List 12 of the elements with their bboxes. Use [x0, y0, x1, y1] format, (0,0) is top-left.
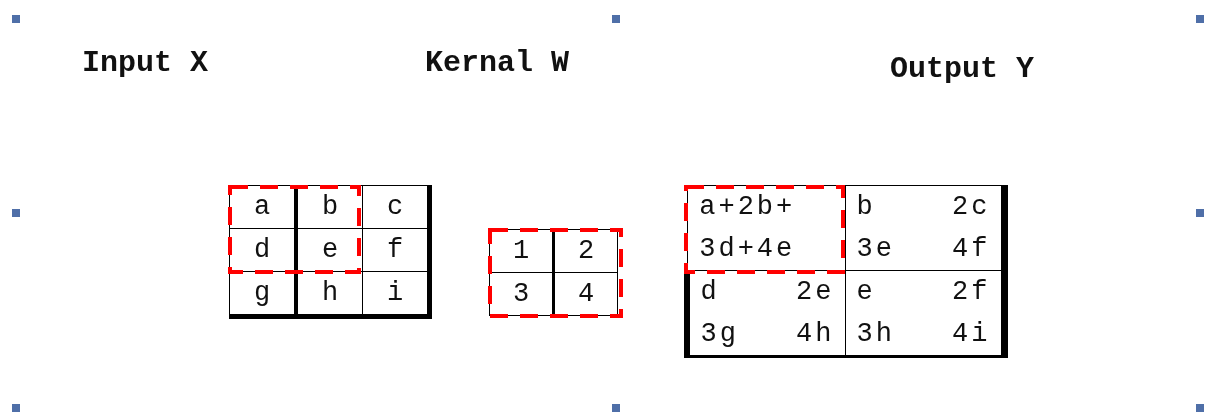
matrix-title: Kernal W	[425, 46, 570, 80]
matrix-entry: 3	[489, 272, 554, 316]
matrix-entry: a	[229, 185, 296, 229]
matrix-entry: 1	[489, 229, 554, 273]
matrix-entry: d	[229, 228, 296, 272]
matrix-entry: d 2e 3g 4h	[687, 270, 846, 357]
matrix-title: Input X	[82, 46, 209, 80]
matrix-title: Output Y	[890, 52, 1035, 86]
matrix-entry: c	[362, 185, 430, 229]
matrix-entry: b	[296, 185, 363, 229]
matrix-entry: g	[229, 271, 296, 317]
matrix-entry: 2	[553, 229, 618, 273]
